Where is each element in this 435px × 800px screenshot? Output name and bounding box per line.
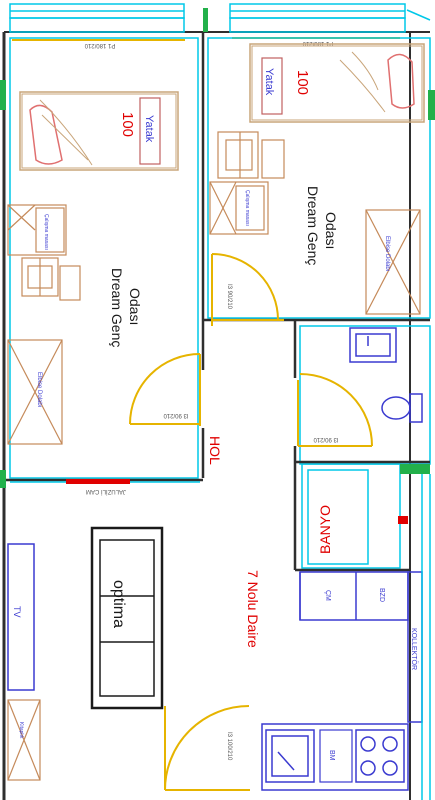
left-wardrobe-label: Elbise Dolabı bbox=[36, 372, 42, 408]
door-left-bedroom bbox=[129, 353, 201, 426]
washbasin bbox=[349, 327, 397, 363]
dryer-label: BZD bbox=[378, 588, 385, 602]
tv-label: TV bbox=[12, 606, 22, 618]
dishwasher-label: BM bbox=[328, 750, 335, 761]
bath-red-mark bbox=[398, 516, 408, 524]
left-bed-number: 100 bbox=[119, 112, 136, 137]
green-posts bbox=[0, 8, 435, 488]
door-bathroom-label: I3 90/210 bbox=[313, 436, 339, 442]
right-desk-label: Çalışma masası bbox=[244, 190, 250, 226]
bathroom-label: BANYO bbox=[317, 505, 333, 554]
cooktop bbox=[355, 729, 405, 783]
door-entry-label: I3 100/210 bbox=[226, 732, 232, 761]
right-window-label: P1 180/210 bbox=[302, 40, 333, 46]
right-wardrobe bbox=[365, 209, 421, 315]
right-wardrobe-label: Elbise Dolabı bbox=[384, 236, 390, 272]
bookcase-label: Kitaplık bbox=[18, 722, 24, 739]
left-room-red-glazing bbox=[66, 479, 130, 484]
door-left-bedroom-label: I3 90/210 bbox=[163, 412, 189, 418]
kitchen-sink bbox=[265, 729, 315, 783]
toilet bbox=[381, 393, 423, 423]
left-desk-label: Çalışma masası bbox=[43, 214, 49, 250]
bookcase bbox=[7, 699, 41, 781]
collector-label: KOLLEKTÖR bbox=[410, 628, 418, 670]
left-room-name-2: Odası bbox=[127, 288, 143, 325]
left-bed bbox=[19, 91, 179, 171]
apartment-title: 7 Nolu Daire bbox=[245, 570, 261, 648]
kitchen-counter bbox=[261, 571, 423, 791]
tv-unit bbox=[7, 543, 35, 691]
right-bed bbox=[249, 43, 425, 123]
washer-label: ÇM bbox=[324, 590, 331, 601]
right-room-name-2: Odası bbox=[323, 212, 339, 249]
right-room-name-1: Dream Genç bbox=[305, 186, 321, 265]
room-outlines bbox=[9, 37, 431, 569]
top-windows bbox=[9, 3, 431, 33]
right-bed-label: Yatak bbox=[263, 68, 275, 96]
left-window-label: P1 180/210 bbox=[84, 42, 115, 48]
left-room-name-1: Dream Genç bbox=[109, 268, 125, 347]
dishwasher bbox=[319, 729, 353, 783]
left-desk bbox=[7, 204, 81, 301]
door-bathroom bbox=[297, 373, 373, 447]
jaluzi-label: JALUZİLİ CAM bbox=[86, 488, 126, 495]
shower-tray bbox=[307, 469, 369, 565]
right-edge bbox=[421, 474, 431, 800]
door-right-bedroom bbox=[211, 253, 284, 326]
right-bed-number: 100 bbox=[294, 70, 311, 95]
left-bed-label: Yatak bbox=[143, 115, 155, 143]
sofa-label: optima bbox=[110, 580, 127, 628]
door-right-bedroom-label: I3 90/210 bbox=[226, 284, 232, 310]
door-entry bbox=[164, 705, 250, 791]
sofa bbox=[90, 526, 164, 710]
right-desk bbox=[209, 131, 285, 235]
hall-label: HOL bbox=[207, 436, 223, 465]
left-wardrobe bbox=[7, 339, 63, 445]
